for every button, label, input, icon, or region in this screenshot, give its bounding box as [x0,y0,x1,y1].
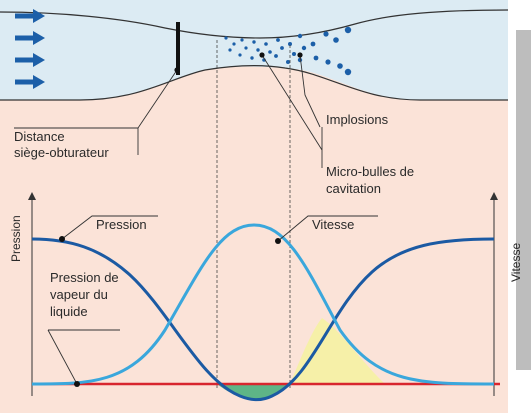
label-vapeur-line2: vapeur du [50,287,108,302]
leader-lines-top [14,54,323,168]
axis-label-vitesse: Vitesse [509,243,523,282]
label-vapeur-line1: Pression de [50,270,119,285]
channel-wall-top [0,9,509,39]
label-distance-line2: siège-obturateur [14,145,109,160]
flow-channel [0,0,508,100]
side-bar [516,30,531,370]
axis-label-pression: Pression [9,215,23,262]
channel-wall-bottom [0,64,508,101]
velocity-curve [31,223,495,386]
label-vitesse: Vitesse [312,217,354,232]
label-implosions: Implosions [326,112,389,127]
label-distance-line1: Distance [14,129,65,144]
micro-bubbles [224,26,352,76]
pressure-curve [31,237,495,402]
label-vapeur-line3: liquide [50,304,88,319]
label-pression: Pression [96,217,147,232]
implosion-zone [290,318,385,384]
label-microbulles-line2: cavitation [326,181,381,196]
label-microbulles-line1: Micro-bulles de [326,164,414,179]
right-arrow-icon [15,9,45,89]
leader-lines-bottom [47,215,378,385]
